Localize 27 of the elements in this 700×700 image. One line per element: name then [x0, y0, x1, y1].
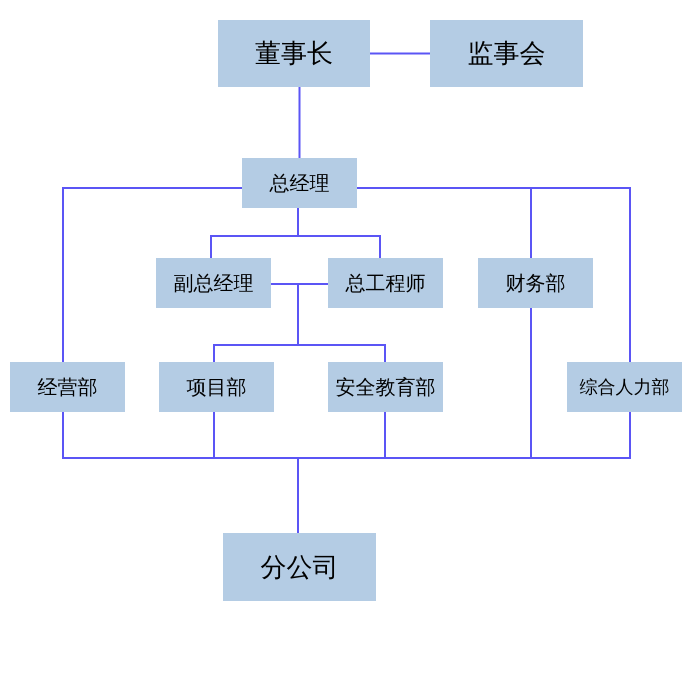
connector-line	[297, 208, 381, 258]
org-box	[10, 362, 125, 412]
org-box	[156, 258, 271, 308]
org-box	[430, 20, 583, 87]
org-box	[218, 20, 370, 87]
node-label: 经营部	[38, 374, 98, 400]
node-label: 副总经理	[174, 270, 254, 296]
node-label: 分公司	[260, 552, 338, 584]
org-box	[567, 362, 682, 412]
node-label: 总工程师	[346, 270, 426, 296]
org-box	[328, 362, 443, 412]
org-box	[223, 533, 376, 601]
org-box	[478, 258, 593, 308]
connector-line	[298, 87, 300, 158]
node-label: 监事会	[468, 38, 546, 71]
node-label: 综合人力部	[580, 376, 670, 399]
connector-line	[62, 187, 242, 362]
node-label: 安全教育部	[336, 374, 436, 400]
node-label: 财务部	[506, 270, 566, 296]
org-box	[242, 158, 357, 208]
connector-line	[370, 52, 430, 54]
node-label: 董事长	[255, 38, 333, 71]
org-box	[159, 362, 274, 412]
node-label: 项目部	[186, 374, 246, 400]
node-label: 总经理	[270, 170, 330, 196]
connector-line	[297, 283, 386, 362]
org-box	[328, 258, 443, 308]
